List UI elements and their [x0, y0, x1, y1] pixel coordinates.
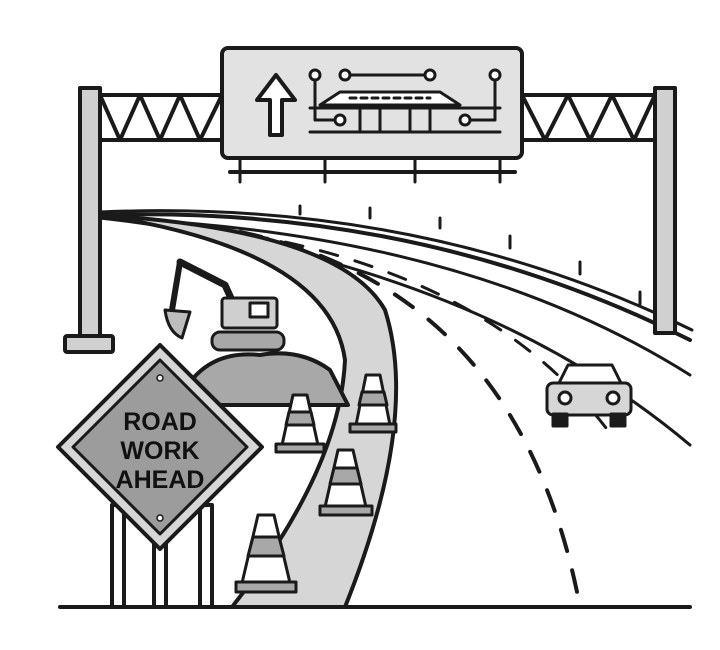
gantry-truss-left — [98, 93, 224, 142]
interchange-diagram-icon — [308, 68, 502, 134]
traffic-cone — [318, 448, 374, 517]
sign-text-line3: AHEAD — [116, 466, 205, 494]
gantry-right-post — [653, 86, 677, 335]
dirt-mound — [188, 351, 350, 407]
overhead-gantry — [63, 46, 677, 354]
road-work-ahead-sign — [56, 343, 264, 609]
gantry-truss-right — [520, 93, 657, 142]
sign-post-right — [198, 503, 214, 609]
sign-text-line2: WORK — [120, 437, 199, 465]
excavator-tracks — [210, 330, 286, 352]
traffic-cone — [348, 373, 398, 434]
traffic-cone — [234, 513, 298, 594]
excavator — [163, 258, 286, 352]
car — [545, 363, 633, 428]
sign-post-left — [110, 503, 126, 609]
guardrail — [98, 204, 694, 332]
gantry-left-base — [63, 334, 115, 354]
gantry-left-post — [78, 86, 102, 340]
traffic-cones — [234, 373, 398, 594]
traffic-cone — [274, 393, 326, 454]
up-arrow-icon — [255, 73, 297, 137]
lane-divider-dashed — [238, 230, 582, 609]
road-outer-edge — [98, 212, 692, 342]
sign-text-line1: ROAD — [123, 408, 197, 436]
excavator-bucket — [163, 308, 192, 340]
